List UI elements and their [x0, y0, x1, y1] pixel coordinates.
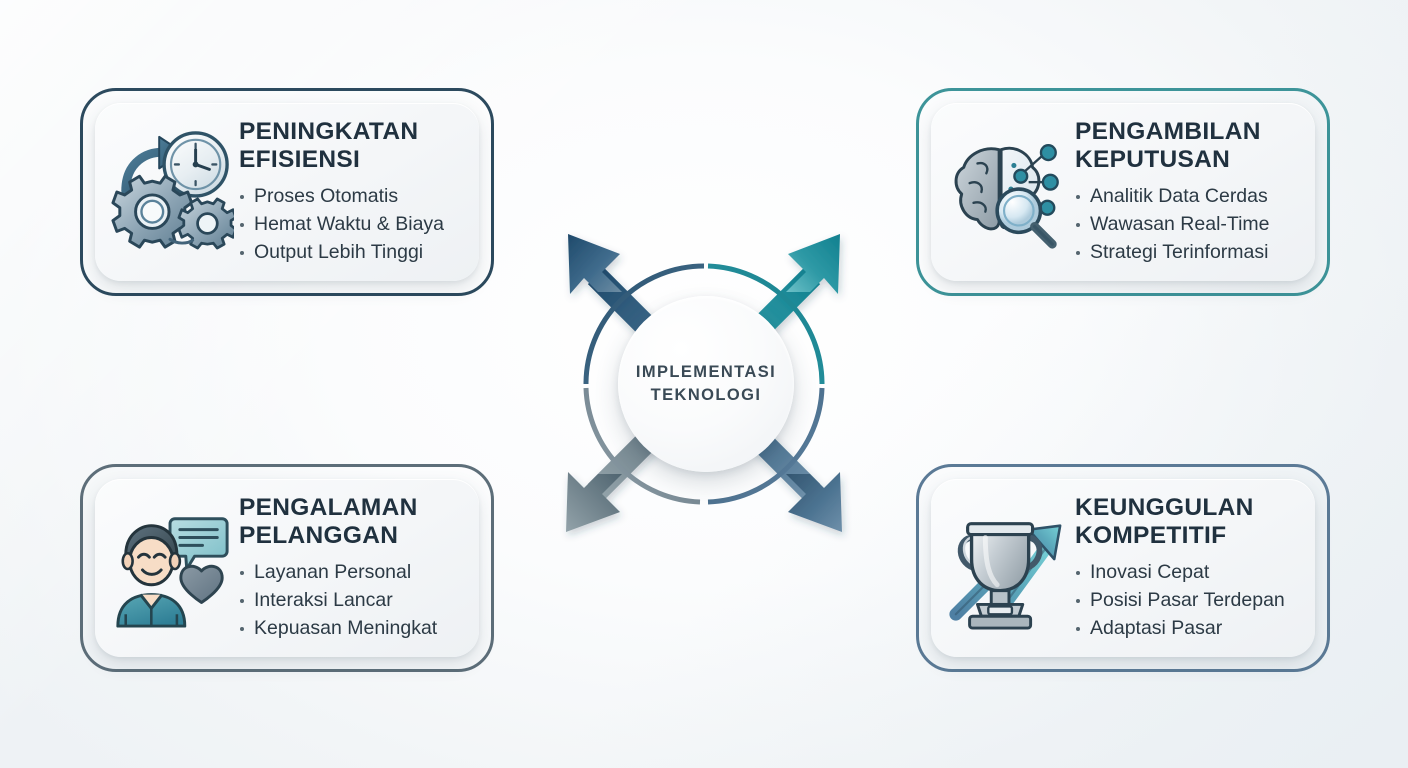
bullet-item: Analitik Data Cerdas — [1075, 183, 1299, 211]
bullet-item: Wawasan Real-Time — [1075, 211, 1299, 239]
card-text: PENGAMBILAN KEPUTUSAN Analitik Data Cerd… — [1073, 118, 1299, 267]
bullet-item: Kepuasan Meningkat — [239, 615, 463, 643]
bullet-item: Interaksi Lancar — [239, 587, 463, 615]
card-peningkatan-efisiensi[interactable]: PENINGKATAN EFISIENSI Proses Otomatis He… — [80, 88, 494, 296]
card-text: KEUNGGULAN KOMPETITIF Inovasi Cepat Posi… — [1073, 494, 1299, 643]
bullet-item: Output Lebih Tinggi — [239, 239, 463, 267]
bullet-item: Proses Otomatis — [239, 183, 463, 211]
hub-title-line-1: IMPLEMENTASI — [635, 362, 777, 381]
bullet-item: Inovasi Cepat — [1075, 559, 1299, 587]
card-bullets: Analitik Data Cerdas Wawasan Real-Time S… — [1075, 183, 1299, 266]
card-title: PENGAMBILAN KEPUTUSAN — [1075, 117, 1261, 173]
card-pengambilan-keputusan[interactable]: PENGAMBILAN KEPUTUSAN Analitik Data Cerd… — [916, 88, 1330, 296]
card-inner: PENINGKATAN EFISIENSI Proses Otomatis He… — [95, 103, 479, 281]
trophy-growth-icon — [941, 498, 1073, 638]
center-hub-group: IMPLEMENTASI TEKNOLOGI — [538, 208, 870, 560]
card-bullets: Proses Otomatis Hemat Waktu & Biaya Outp… — [239, 183, 463, 266]
hub-ring — [583, 263, 825, 505]
card-title: PENINGKATAN EFISIENSI — [239, 117, 419, 173]
bullet-item: Hemat Waktu & Biaya — [239, 211, 463, 239]
card-bullets: Layanan Personal Interaksi Lancar Kepuas… — [239, 559, 463, 642]
card-text: PENINGKATAN EFISIENSI Proses Otomatis He… — [237, 118, 463, 267]
hub-title-line-2: TEKNOLOGI — [650, 386, 762, 404]
card-bullets: Inovasi Cepat Posisi Pasar Terdepan Adap… — [1075, 559, 1299, 642]
bullet-item: Posisi Pasar Terdepan — [1075, 587, 1299, 615]
card-keunggulan-kompetitif[interactable]: KEUNGGULAN KOMPETITIF Inovasi Cepat Posi… — [916, 464, 1330, 672]
card-title: KEUNGGULAN KOMPETITIF — [1075, 493, 1254, 549]
gears-clock-icon — [105, 122, 237, 262]
card-inner: PENGALAMAN PELANGGAN Layanan Personal In… — [95, 479, 479, 657]
bullet-item: Strategi Terinformasi — [1075, 239, 1299, 267]
center-hub[interactable]: IMPLEMENTASI TEKNOLOGI — [618, 296, 794, 472]
brain-analytics-icon — [941, 122, 1073, 262]
bullet-item: Adaptasi Pasar — [1075, 615, 1299, 643]
card-text: PENGALAMAN PELANGGAN Layanan Personal In… — [237, 494, 463, 643]
card-title: PENGALAMAN PELANGGAN — [239, 493, 418, 549]
card-pengalaman-pelanggan[interactable]: PENGALAMAN PELANGGAN Layanan Personal In… — [80, 464, 494, 672]
customer-chat-heart-icon — [105, 498, 237, 638]
card-inner: PENGAMBILAN KEPUTUSAN Analitik Data Cerd… — [931, 103, 1315, 281]
bullet-item: Layanan Personal — [239, 559, 463, 587]
card-inner: KEUNGGULAN KOMPETITIF Inovasi Cepat Posi… — [931, 479, 1315, 657]
